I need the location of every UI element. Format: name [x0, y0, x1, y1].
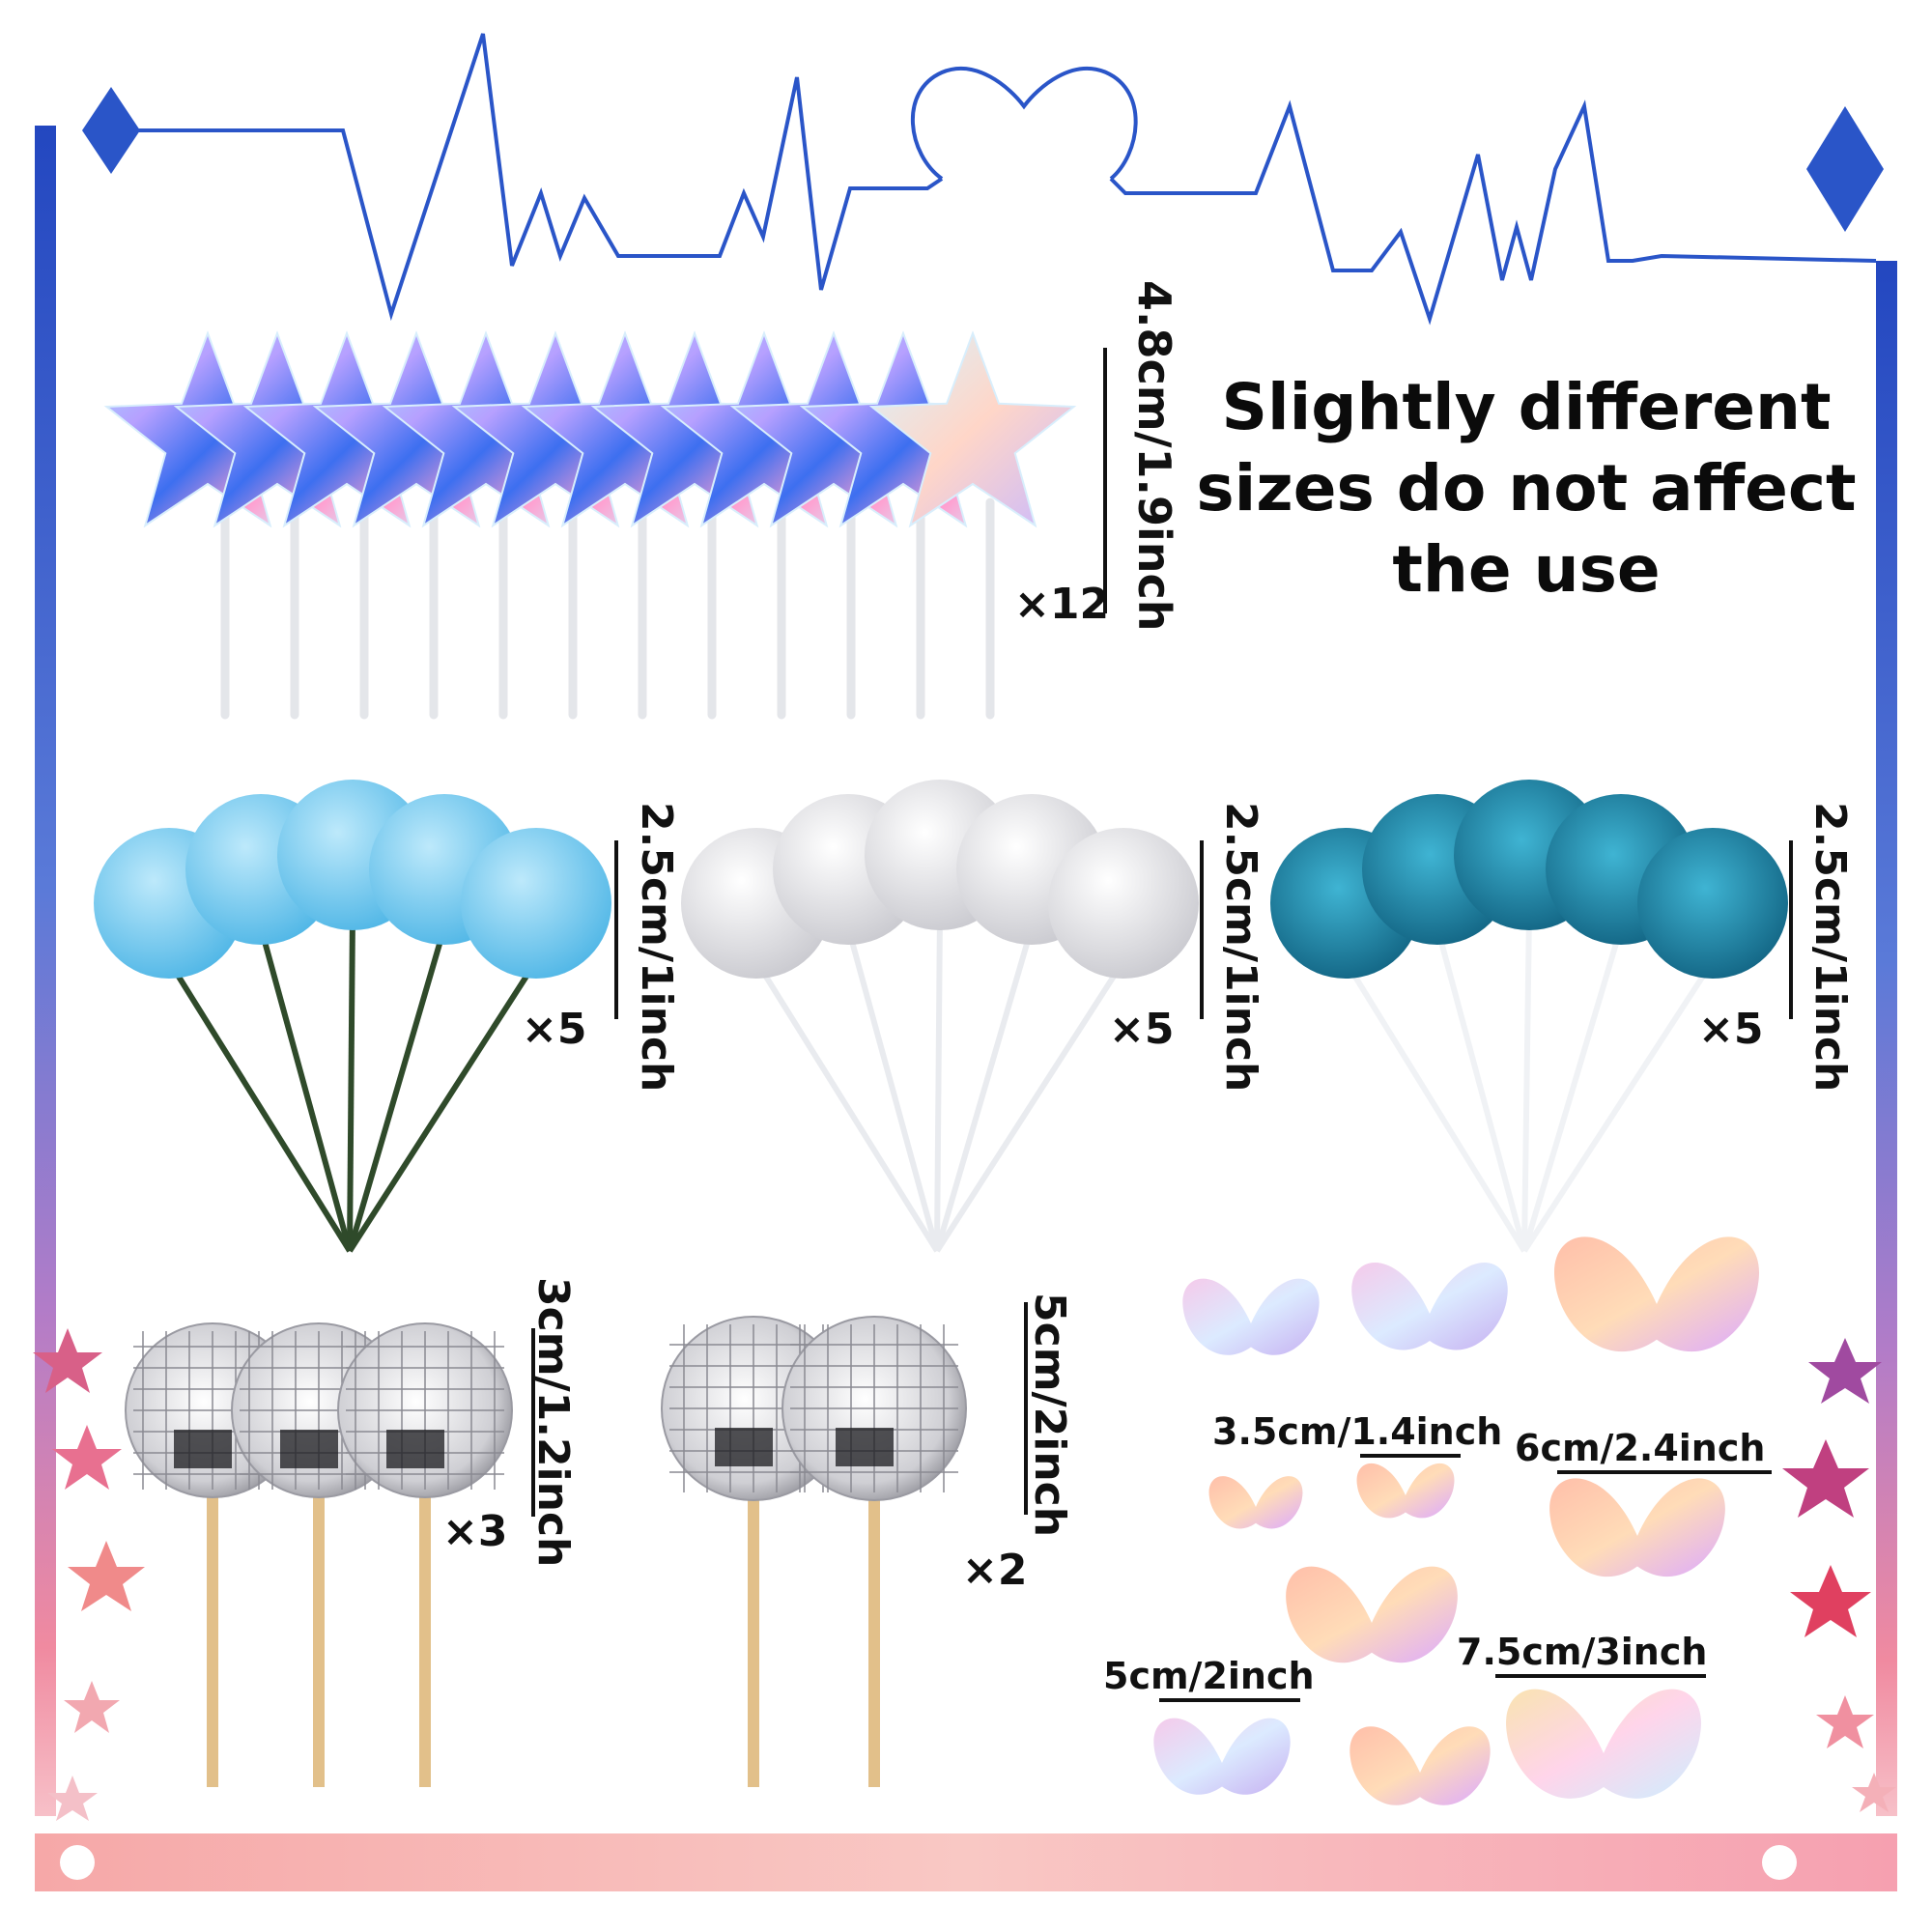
butterfly: [1153, 1718, 1291, 1795]
headline-line-1: Slightly different: [1221, 370, 1832, 444]
disco-stick: [313, 1468, 325, 1787]
ball-stick: [845, 926, 940, 1252]
ball-stick: [934, 926, 1035, 1252]
ball-stick: [258, 926, 353, 1252]
star-count-label: ×12: [1014, 580, 1110, 629]
ball1-size-label: 2.5cm/1inch: [632, 802, 681, 1093]
ball-stick: [934, 912, 943, 1252]
disco2-size-label: 5cm/2inch: [1025, 1293, 1074, 1538]
ball-stick: [347, 959, 539, 1253]
butterfly: [1286, 1566, 1458, 1663]
star-size-line: [1103, 348, 1107, 613]
diamond-left: [82, 87, 140, 174]
butterfly: [1506, 1689, 1701, 1799]
butterfly: [1553, 1236, 1760, 1352]
butterfly-size-c-label: 5cm/2inch: [1103, 1655, 1315, 1697]
bottom-band: [35, 1833, 1897, 1891]
left-frame-bar: [35, 126, 56, 1816]
ball: [1048, 828, 1199, 979]
ball-toppers: [94, 780, 1788, 1253]
star-size-label: 4.8cm/1.9inch: [1128, 280, 1180, 632]
disco1-count-label: ×3: [442, 1507, 508, 1556]
ball-group-3: [1270, 780, 1788, 1253]
disco-stick: [419, 1468, 431, 1787]
ball-stick: [347, 926, 447, 1252]
disco-shadow-facets: [836, 1428, 894, 1466]
disco-ball-toppers: [125, 1316, 967, 1787]
butterfly-size-a-line: [1360, 1454, 1461, 1458]
butterfly: [1182, 1278, 1320, 1355]
disco-set-2: [661, 1316, 967, 1787]
butterfly-size-d-line: [1495, 1674, 1706, 1678]
heartbeat-line: [135, 33, 944, 322]
ball3-count-label: ×5: [1698, 1005, 1764, 1054]
ball-stick: [166, 959, 353, 1253]
ball2-size-line: [1200, 840, 1204, 1019]
disco-stick: [868, 1466, 880, 1787]
ball1-count-label: ×5: [522, 1005, 587, 1054]
disco-shadow-facets: [715, 1428, 773, 1466]
frame: [33, 33, 1897, 1891]
ball-stick: [1521, 959, 1716, 1253]
ball-stick: [1521, 926, 1624, 1252]
butterfly: [1356, 1463, 1455, 1519]
butterfly-size-d-label: 7.5cm/3inch: [1457, 1631, 1708, 1673]
disco1-size-line: [531, 1328, 535, 1517]
disco2-size-line: [1024, 1302, 1028, 1515]
ball-stick: [1521, 912, 1532, 1252]
disco-shadow-facets: [174, 1430, 232, 1468]
headline-line-2: sizes do not affect: [1196, 451, 1857, 526]
ball-stick: [753, 959, 940, 1253]
ball-group-1: [94, 780, 611, 1253]
ball3-size-line: [1789, 840, 1793, 1019]
bottom-circle-left: [60, 1845, 95, 1880]
disco-stick: [207, 1468, 218, 1787]
ball: [461, 828, 611, 979]
disco-shadow-facets: [280, 1430, 338, 1468]
ball3-size-label: 2.5cm/1inch: [1805, 802, 1855, 1093]
ball1-size-line: [614, 840, 618, 1019]
butterfly-toppers: [1153, 1236, 1760, 1805]
disco-stick: [748, 1466, 759, 1787]
disco-set-1: [125, 1322, 513, 1787]
ball-stick: [1343, 959, 1527, 1253]
ball-stick: [347, 912, 355, 1252]
ball-group-2: [681, 780, 1199, 1253]
butterfly-size-c-line: [1159, 1698, 1300, 1702]
butterfly-size-b-line: [1557, 1470, 1772, 1474]
bottom-circle-right: [1762, 1845, 1797, 1880]
heart-outline: [910, 66, 1138, 181]
butterfly: [1208, 1476, 1303, 1529]
ball2-count-label: ×5: [1109, 1005, 1175, 1054]
ball-stick: [1435, 926, 1527, 1252]
disco2-count-label: ×2: [962, 1546, 1028, 1595]
butterfly: [1351, 1262, 1508, 1350]
diamond-right: [1806, 106, 1884, 232]
decorative-stars: [33, 1328, 1896, 1821]
headline: Slightly different sizes do not affect t…: [1179, 367, 1874, 611]
star-topper: [868, 330, 1077, 528]
butterfly-size-a-label: 3.5cm/1.4inch: [1212, 1410, 1503, 1453]
star-toppers: [103, 330, 1077, 720]
disco-shadow-facets: [386, 1430, 444, 1468]
right-frame-bar: [1876, 261, 1897, 1816]
headline-line-3: the use: [1392, 532, 1661, 607]
butterfly-size-b-label: 6cm/2.4inch: [1515, 1427, 1766, 1469]
ball: [1637, 828, 1788, 979]
disco1-size-label: 3cm/1.2inch: [528, 1277, 578, 1568]
ball2-size-label: 2.5cm/1inch: [1216, 802, 1265, 1093]
ball-stick: [934, 959, 1126, 1253]
butterfly: [1350, 1726, 1491, 1805]
heartbeat-line-right: [1109, 99, 1877, 326]
butterfly: [1549, 1478, 1725, 1577]
